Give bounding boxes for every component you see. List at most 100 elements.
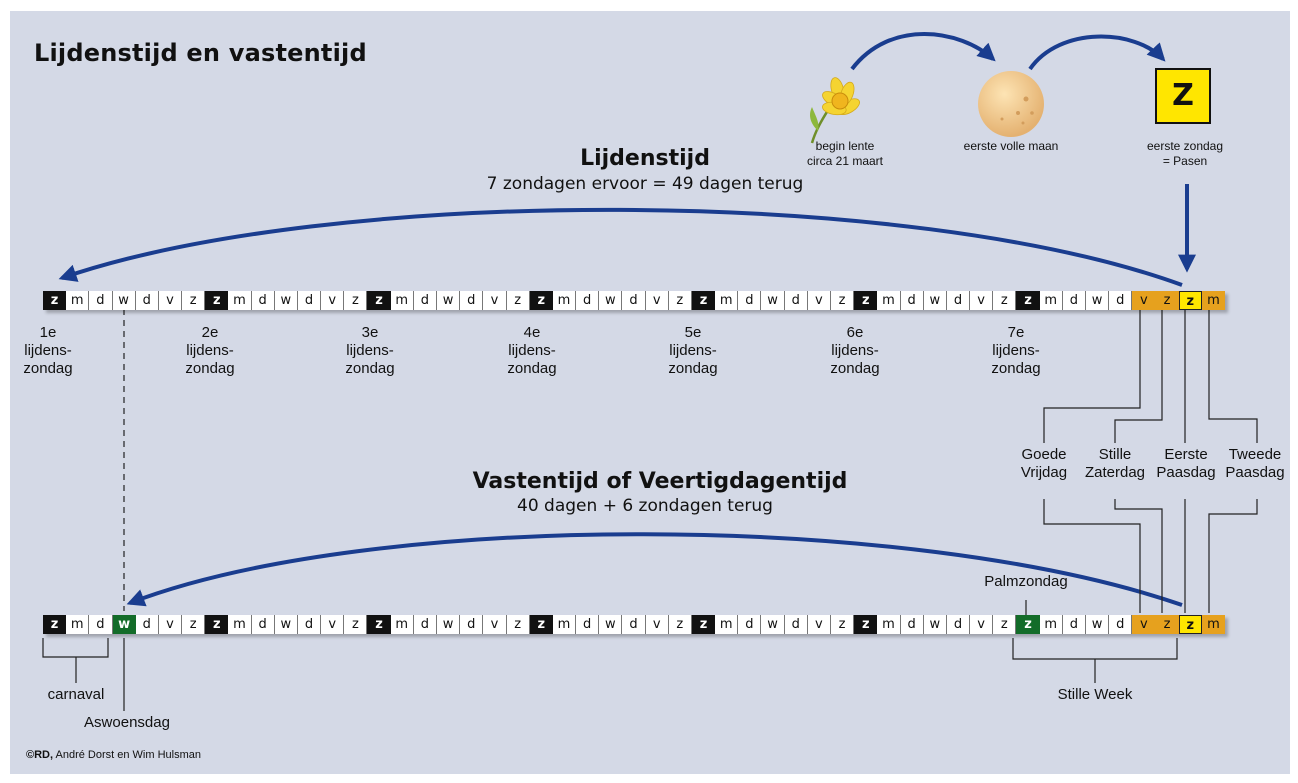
sunday-label-2: 2e lijdens- zondag [185,324,235,377]
arrow-vastentijd-arc [126,532,1183,607]
day-cell: z [205,615,229,634]
day-cell: d [576,615,600,634]
day-cell: w [274,291,298,310]
page-title: Lijdenstijd en vastentijd [34,39,367,67]
sunday-label-5: 5e lijdens- zondag [668,324,718,377]
day-cell: m [1201,291,1225,310]
day-cell: m [877,291,901,310]
goede-vrijdag-label: Goede Vrijdag [1020,446,1068,481]
day-cell: m [552,291,577,310]
connector-layer [42,32,1258,711]
day-cell: z [43,291,67,310]
day-cell: z [529,615,553,634]
day-cell: v [807,615,831,634]
day-cell: w [923,291,947,310]
day-cell: d [946,615,971,634]
stille-zaterdag-label: Stille Zaterdag [1084,446,1146,481]
day-cell: d [413,615,437,634]
day-cell: w [274,615,298,634]
day-cell: z [668,615,692,634]
day-cell: d [460,615,484,634]
day-cell: d [622,615,646,634]
full-moon-label: eerste volle maan [963,139,1059,153]
day-cell: v [970,615,994,634]
day-cell: d [900,291,924,310]
day-cell: w [437,291,461,310]
carnaval-label: carnaval [47,686,105,703]
sunday-label-3: 3e lijdens- zondag [345,324,395,377]
sunday-label-7: 7e lijdens- zondag [991,324,1041,377]
day-cell: v [483,291,507,310]
day-cell: m [1039,291,1063,310]
vastentijd-subheading: 40 dagen + 6 zondagen terug [517,496,773,516]
day-cell: v [1132,615,1156,634]
day-cell: z [344,615,368,634]
day-cell: z [506,615,530,634]
tweede-paasdag-label: Tweede Paasdag [1225,446,1285,481]
day-cell: z [367,615,391,634]
credit-rest: André Dorst en Wim Hulsman [53,749,202,761]
day-cell: w [1085,291,1110,310]
stille-week-label: Stille Week [1057,686,1133,703]
day-cell: w [1085,615,1110,634]
day-cell: d [251,291,275,310]
day-cell: d [784,291,808,310]
day-cell: w [761,615,785,634]
day-cell: v [158,291,183,310]
day-cell: d [576,291,600,310]
day-cell: d [89,615,113,634]
lijdenstijd-subheading: 7 zondagen ervoor = 49 dagen terug [486,174,804,194]
day-cell: v [483,615,507,634]
daffodil-icon [810,77,860,144]
day-cell: v [321,291,345,310]
credit-line: ©RD, André Dorst en Wim Hulsman [26,749,201,761]
day-cell: w [112,615,136,634]
day-cell: z [1155,615,1179,634]
day-cell: z [831,615,855,634]
day-cell: z [367,291,391,310]
day-cell: z [691,615,716,634]
day-cell: m [66,615,90,634]
day-cell: m [552,615,577,634]
day-cell: m [1039,615,1063,634]
day-cell: v [1132,291,1156,310]
sunday-label-4: 4e lijdens- zondag [507,324,557,377]
spring-label: begin lente circa 21 maart [806,139,884,168]
day-cell: m [1201,615,1225,634]
sunday-label-1: 1e lijdens- zondag [23,324,73,377]
day-cell: m [877,615,901,634]
day-cell: z [529,291,553,310]
bottom-brackets [42,600,1178,711]
day-cell: m [390,615,414,634]
day-cell: z [205,291,229,310]
day-cell: z [831,291,855,310]
credit-bold: ©RD, [26,749,54,761]
day-cell: z [854,615,878,634]
day-cell: d [622,291,646,310]
day-cell: w [437,615,461,634]
vastentijd-heading: Vastentijd of Veertigdagentijd [472,469,848,494]
day-cell: z [854,291,878,310]
eerste-paasdag-label: Eerste Paasdag [1156,446,1216,481]
day-cell: w [599,291,623,310]
day-cell: d [1109,615,1133,634]
day-cell: z [993,615,1017,634]
palmzondag-label: Palmzondag [984,573,1068,590]
sunday-z-glyph: Z [1172,78,1194,113]
first-sunday-label: eerste zondag = Pasen [1146,139,1224,168]
day-cell: v [970,291,994,310]
day-cell: w [599,615,623,634]
day-cell: d [1062,291,1086,310]
day-cell: d [738,291,762,310]
day-cell: d [135,615,159,634]
day-cell: d [900,615,924,634]
day-cell: m [228,291,252,310]
day-cell: d [135,291,159,310]
day-cell: z [344,291,368,310]
day-cell: z [1178,291,1202,310]
day-cell: w [761,291,785,310]
day-cell: v [158,615,183,634]
day-cell: d [89,291,113,310]
